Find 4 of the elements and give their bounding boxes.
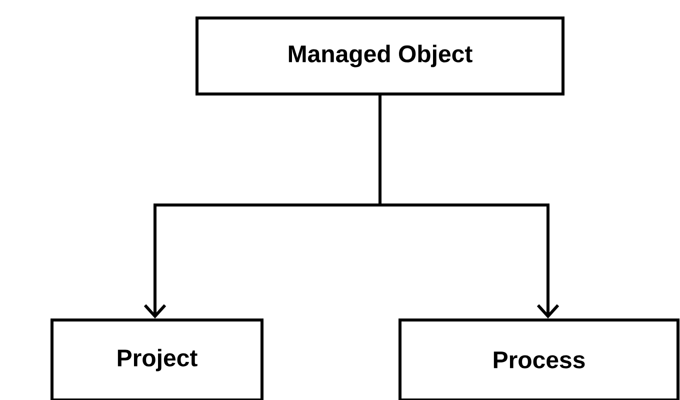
class-box: Managed Object <box>196 16 564 96</box>
class-box: Process <box>398 318 680 400</box>
arrow <box>378 96 560 318</box>
class-box: Project <box>50 318 264 400</box>
